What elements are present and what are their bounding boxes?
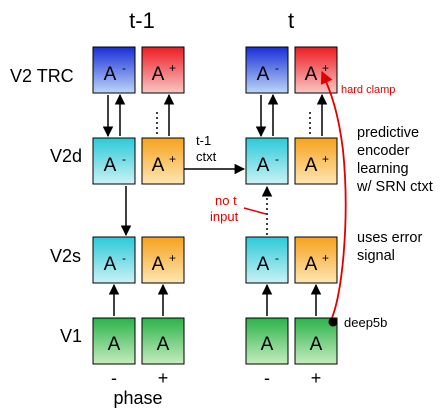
svg-text:+: + [169,152,176,166]
box-right-v1-minus: A [245,317,289,365]
svg-text:A: A [157,334,170,355]
svg-text:+: + [169,61,176,75]
row-label-v2d: V2d [50,146,82,166]
title-t: t [288,8,294,33]
pred-line3: learning [357,161,409,177]
ctxt-label-line2: ctxt [196,149,217,164]
pred-line1: predictive [357,125,419,141]
svg-text:A: A [257,155,270,176]
box-right-v2s-minus: A - [245,236,289,284]
svg-text:A: A [257,254,270,275]
arrows-left [102,93,175,316]
box-right-v2s-plus: A + [294,236,338,284]
svg-text:+: + [322,251,329,265]
phase-plus-right: + [311,368,322,388]
svg-text:-: - [122,61,126,75]
row-label-v2s: V2s [50,246,81,266]
no-t-pointer [243,207,267,215]
svg-text:A: A [305,155,318,176]
box-left-v2d-plus: A + [141,137,185,185]
svg-text:-: - [275,61,279,75]
deep5b-label: deep5b [344,315,387,330]
svg-text:-: - [122,152,126,166]
box-right-v2trc-plus: A + [294,46,338,94]
svg-text:-: - [122,251,126,265]
phase-label: phase [113,388,162,408]
box-left-v1-minus: A [92,317,136,365]
svg-text:A: A [152,254,165,275]
svg-text:A: A [257,64,270,85]
no-t-line1: no t [215,193,237,208]
svg-text:A: A [104,64,117,85]
box-right-v2d-plus: A + [294,137,338,185]
box-right-v2d-minus: A - [245,137,289,185]
svg-text:-: - [275,251,279,265]
svg-text:A: A [108,334,121,355]
box-right-v1-plus: A [294,317,338,365]
pred-line2: encoder [357,143,410,159]
svg-text:A: A [104,155,117,176]
phase-minus-right: - [264,368,270,388]
svg-text:A: A [152,155,165,176]
phase-plus-left: + [158,368,169,388]
err-line2: signal [357,248,395,264]
svg-text:-: - [275,152,279,166]
box-right-v2trc-minus: A - [245,46,289,94]
deep5b-dot [328,317,338,327]
svg-text:A: A [152,64,165,85]
box-left-v2trc-plus: A + [141,46,185,94]
svg-text:A: A [104,254,117,275]
pred-line4: w/ SRN ctxt [356,179,433,195]
svg-text:A: A [261,334,274,355]
row-label-v2trc: V2 TRC [10,66,74,86]
ctxt-label-line1: t-1 [196,133,211,148]
svg-text:+: + [322,152,329,166]
arrows-right [255,93,328,316]
box-left-v2s-minus: A - [92,236,136,284]
err-line1: uses error [357,230,422,246]
hard-clamp-label: hard clamp [341,84,395,96]
row-label-v1: V1 [60,326,82,346]
box-left-v2s-plus: A + [141,236,185,284]
svg-text:A: A [305,254,318,275]
box-left-v1-plus: A [141,317,185,365]
svg-text:+: + [322,61,329,75]
no-t-line2: input [210,209,239,224]
svg-text:+: + [169,251,176,265]
svg-text:A: A [310,334,323,355]
hard-clamp-arrow [320,70,347,323]
phase-minus-left: - [111,368,117,388]
title-t-minus-1: t-1 [129,8,155,33]
box-left-v2d-minus: A - [92,137,136,185]
box-left-v2trc-minus: A - [92,46,136,94]
svg-text:A: A [305,64,318,85]
